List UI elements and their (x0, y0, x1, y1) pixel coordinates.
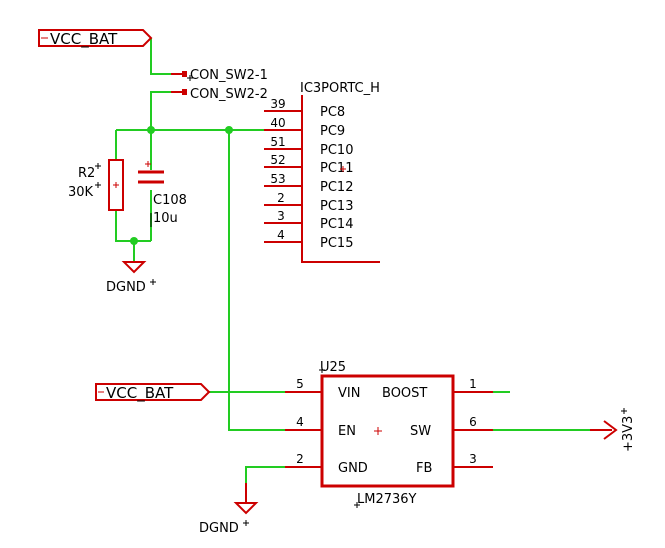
ic-pin-names: PC8 PC9 PC10 PC11 PC12 PC13 PC14 PC15 (320, 105, 353, 251)
pin-name: PC13 (320, 199, 353, 214)
net-flag-label: VCC_BAT (106, 384, 174, 403)
ic-pin-numbers: 5 4 2 1 6 3 (296, 377, 477, 466)
pin-number: 4 (296, 415, 304, 429)
pin-number: 3 (469, 452, 477, 466)
ic-u25[interactable]: U25 LM2736Y 5 4 2 1 6 3 VIN EN (285, 360, 493, 508)
wire-en (228, 130, 285, 431)
pin-name: PC15 (320, 236, 353, 251)
pin-name: PC14 (320, 217, 353, 232)
capacitor-value: 10u (153, 211, 178, 226)
resistor-value: 30K (68, 185, 94, 200)
pin-number: 4 (277, 228, 285, 242)
resistor-r2[interactable]: R2 30K (68, 159, 124, 211)
resistor-ref: R2 (78, 166, 95, 181)
pin-number: 40 (270, 116, 285, 130)
capacitor-ref: C108 (153, 193, 187, 208)
pin-number: 1 (469, 377, 477, 391)
pin-number: 5 (296, 377, 304, 391)
pin-number: 39 (270, 97, 285, 111)
pin-name: PC12 (320, 180, 353, 195)
ic3-portc[interactable]: IC3PORTC_H 39 40 51 52 53 2 3 4 PC8 PC9 … (264, 81, 380, 263)
wire-gnd-bottom (245, 466, 285, 483)
pin-name: PC10 (320, 143, 353, 158)
net-flag-vcc-bat-mid[interactable]: VCC_BAT (95, 383, 211, 403)
pin-name: VIN (338, 386, 360, 401)
ground-label: DGND (199, 521, 239, 536)
pin-name: PC9 (320, 124, 345, 139)
ic-pin-names: VIN EN GND BOOST SW FB (338, 386, 432, 476)
pin-number: 2 (277, 191, 285, 205)
ground-symbol-bottom: DGND (199, 483, 259, 536)
pin-number: 51 (270, 135, 285, 149)
ground-symbol-top: DGND (106, 261, 156, 295)
wire-vcc-bat-to-con1 (150, 38, 171, 75)
ic-pin-numbers: 39 40 51 52 53 2 3 4 (270, 97, 285, 242)
pin-number: 2 (296, 452, 304, 466)
power-port-3v3[interactable]: +3V3 (590, 408, 636, 452)
capacitor-c108[interactable]: C108 10u (138, 161, 187, 227)
ground-label: DGND (106, 280, 146, 295)
pin-name: SW (410, 424, 431, 439)
wire-r2-bottom (115, 210, 151, 242)
pin-number: 53 (270, 172, 285, 186)
wire-con2-down (150, 91, 171, 130)
pin-name: PC8 (320, 105, 345, 120)
pin-name: EN (338, 424, 356, 439)
pin-name: PC11 (320, 161, 353, 176)
junction-dot (147, 126, 155, 134)
pin-name: BOOST (382, 386, 427, 401)
connector-pin-label: CON_SW2-2 (190, 87, 268, 102)
ic-ref: U25 (320, 360, 346, 375)
pin-name: FB (416, 461, 432, 476)
pin-name: GND (338, 461, 368, 476)
connector-con-sw2[interactable]: CON_SW2-1 CON_SW2-2 (171, 68, 268, 102)
pin-number: 6 (469, 415, 477, 429)
pin-number: 3 (277, 209, 285, 223)
junctions (130, 126, 233, 245)
connector-pin-label: CON_SW2-1 (190, 68, 268, 83)
junction-dot (130, 237, 138, 245)
wires (115, 38, 590, 483)
junction-dot (225, 126, 233, 134)
pin-number: 52 (270, 153, 285, 167)
net-flag-label: VCC_BAT (50, 30, 118, 49)
power-port-label: +3V3 (621, 416, 636, 452)
ic-part-number: LM2736Y (357, 492, 417, 507)
net-flag-vcc-bat-top[interactable]: VCC_BAT (38, 29, 153, 49)
ic-ref: IC3PORTC_H (300, 81, 380, 96)
